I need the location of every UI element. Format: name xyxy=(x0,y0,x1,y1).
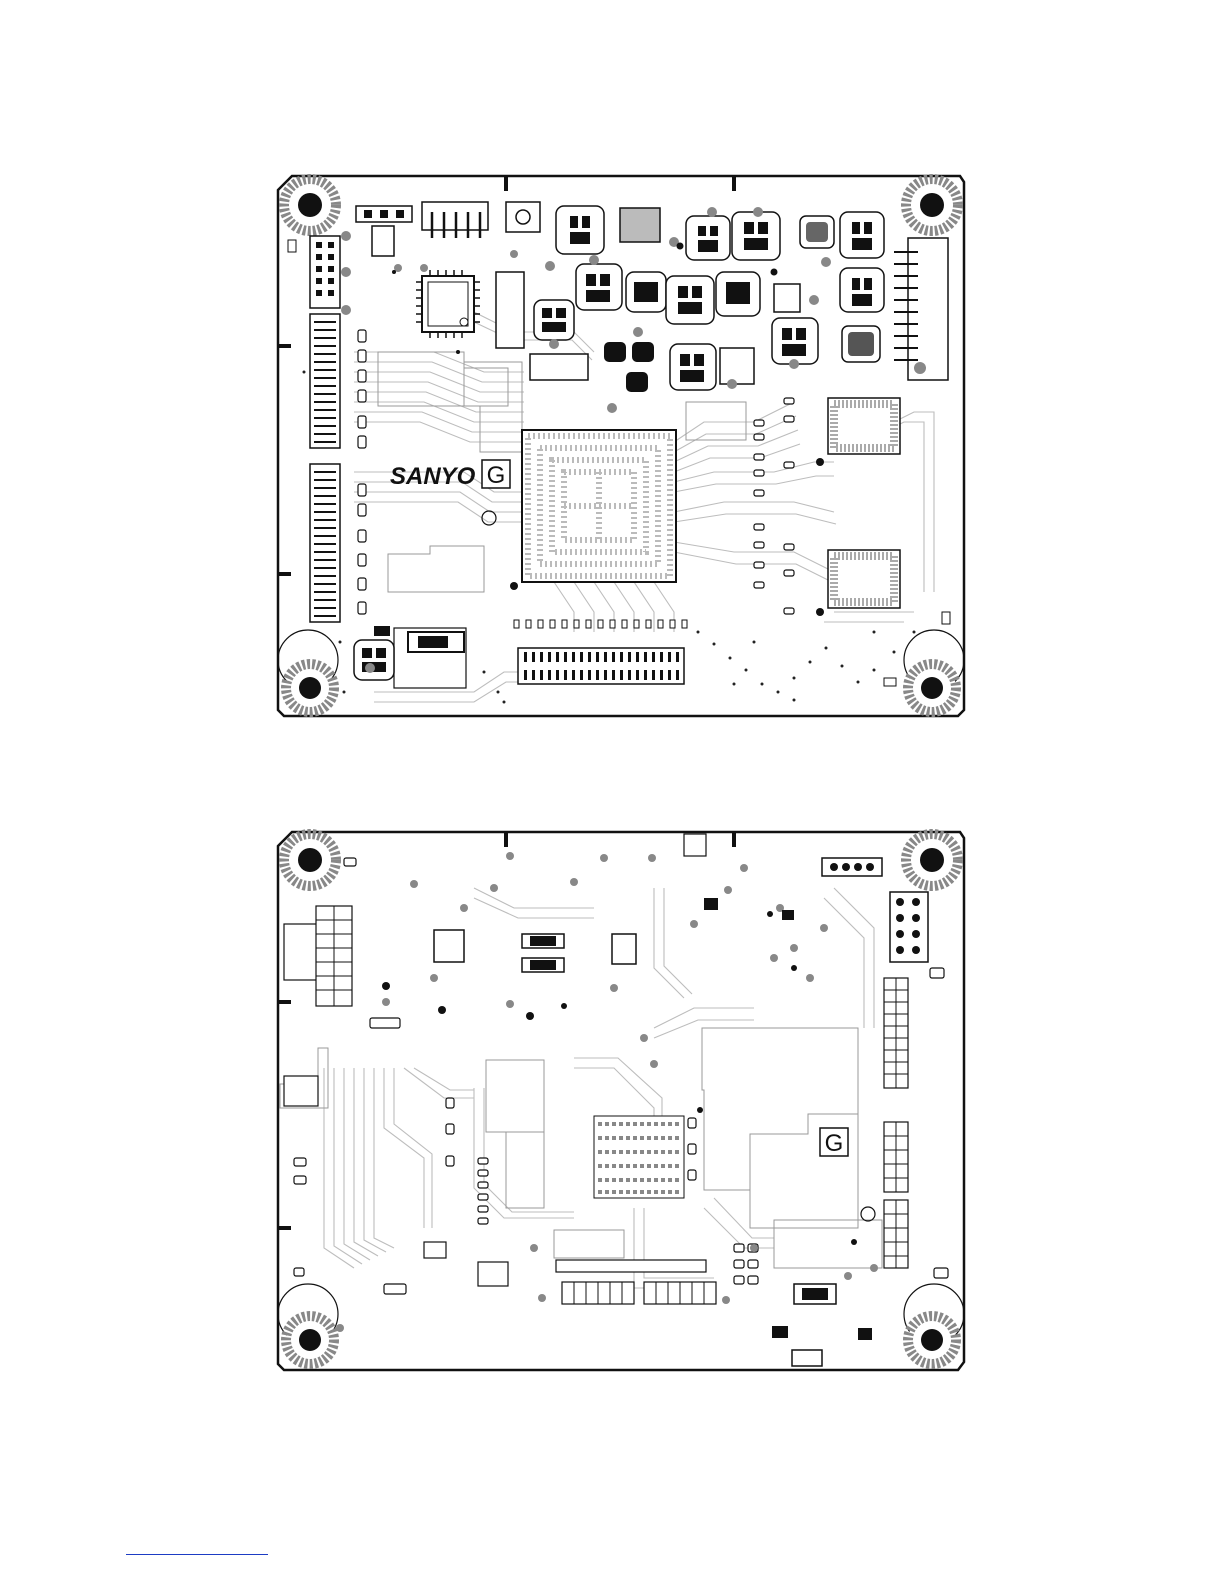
inductor xyxy=(800,216,834,248)
regulator-tab xyxy=(620,208,660,242)
fuse xyxy=(792,1350,822,1366)
ground-plane xyxy=(774,1220,882,1268)
power-regulator xyxy=(716,272,760,316)
transistor xyxy=(626,372,648,392)
ground-plane xyxy=(554,1230,624,1258)
pin-header xyxy=(310,236,340,308)
power-regulator xyxy=(670,344,716,390)
flex-connector-upper xyxy=(310,314,340,448)
fiducial xyxy=(861,1207,875,1221)
mounting-hole xyxy=(278,630,338,712)
pad-block xyxy=(284,1076,318,1106)
transistor xyxy=(604,342,626,362)
ground-plane xyxy=(464,362,522,452)
power-regulator xyxy=(666,276,714,324)
power-regulator xyxy=(686,216,730,260)
ic-small xyxy=(434,930,464,962)
crystal xyxy=(496,272,524,348)
power-regulator xyxy=(354,640,394,680)
power-regulator xyxy=(840,268,884,312)
g-mark: G xyxy=(825,1130,844,1157)
mounting-hole xyxy=(284,834,336,886)
board-to-board-connector xyxy=(518,648,684,684)
power-regulator xyxy=(576,264,622,310)
mounting-hole xyxy=(904,1284,964,1364)
ground-plane xyxy=(506,1132,544,1208)
mounting-hole xyxy=(284,179,336,231)
mounting-hole xyxy=(906,834,958,886)
ground-plane xyxy=(486,1060,544,1132)
ic-small xyxy=(612,934,636,964)
ground-plane xyxy=(388,546,484,592)
pin-header xyxy=(822,858,882,876)
pcb-bottom-side: G xyxy=(274,828,966,1374)
regulator-tab xyxy=(720,348,754,384)
pad-block xyxy=(424,1242,446,1258)
pcb-bottom-drawing: G xyxy=(274,828,966,1374)
power-regulator xyxy=(626,272,666,312)
qfp-controller-chip xyxy=(416,270,480,338)
side-connector xyxy=(894,238,948,380)
pad-block xyxy=(478,1262,508,1286)
memory-chip xyxy=(828,550,900,608)
mounting-hole xyxy=(904,630,964,712)
power-regulator xyxy=(772,318,818,364)
power-regulator xyxy=(840,212,884,258)
pad-grid xyxy=(594,1116,684,1198)
passive xyxy=(288,240,296,252)
footer-link-underline xyxy=(126,1554,268,1555)
fiducial xyxy=(482,511,496,525)
pcb-top-drawing: SANYO G xyxy=(274,172,966,720)
g-mark: G xyxy=(487,462,506,489)
power-regulator xyxy=(534,300,574,340)
ic-small xyxy=(774,284,800,312)
ground-plane xyxy=(378,352,508,406)
passive xyxy=(942,612,950,624)
pcb-top-side: SANYO G xyxy=(274,172,966,720)
pad-row xyxy=(514,620,687,628)
pin-header xyxy=(890,892,928,962)
transistor xyxy=(632,342,654,362)
sanyo-logo: SANYO xyxy=(390,463,476,490)
ground-plane xyxy=(702,1028,858,1190)
pad-block xyxy=(284,924,320,980)
passive-column xyxy=(754,398,794,614)
memory-chip xyxy=(828,398,900,454)
mounting-hole xyxy=(278,1284,338,1364)
mounting-hole xyxy=(906,179,958,231)
test-pad xyxy=(684,834,706,856)
inductor xyxy=(842,326,880,362)
passive xyxy=(884,678,896,686)
flex-connector-lower xyxy=(310,464,340,622)
power-regulator xyxy=(556,206,604,254)
power-regulator xyxy=(732,212,780,260)
ic-small xyxy=(530,354,588,380)
ic-small xyxy=(372,226,394,256)
bga-main-processor xyxy=(522,430,676,582)
diode xyxy=(374,626,390,636)
